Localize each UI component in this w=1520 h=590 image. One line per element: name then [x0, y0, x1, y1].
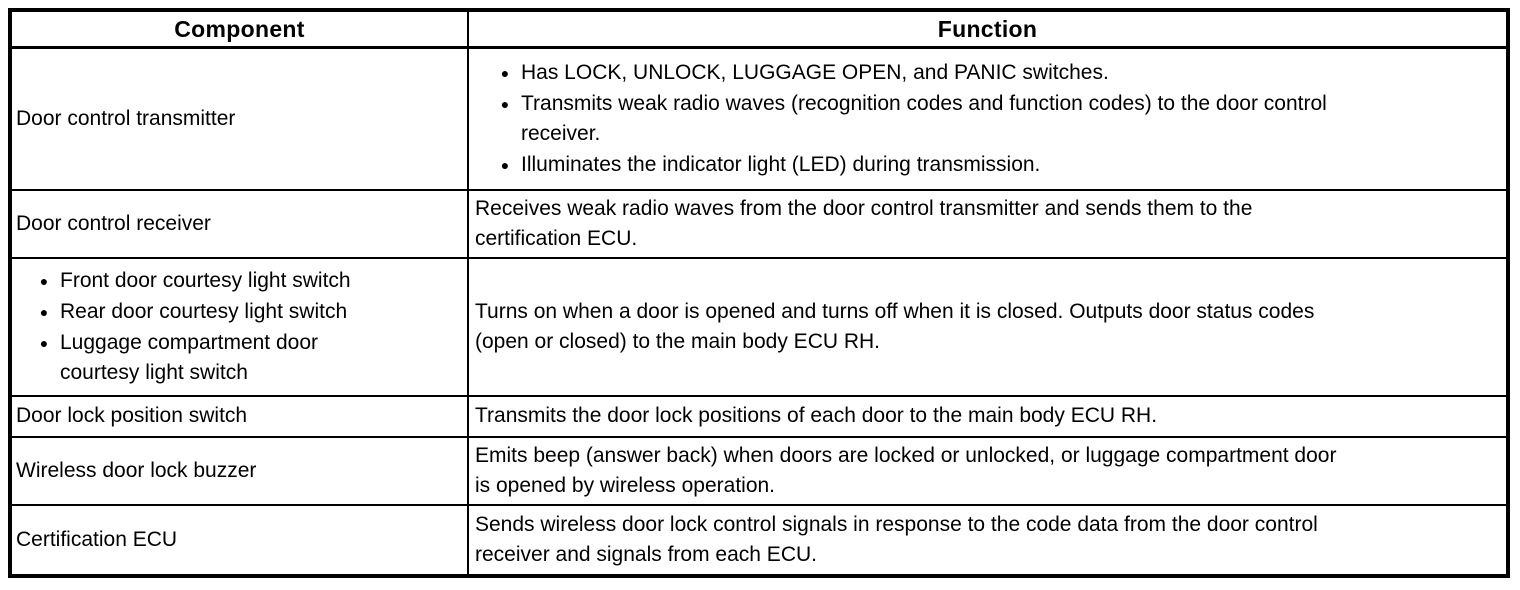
header-row: Component Function: [9, 9, 1509, 49]
bullet-icon: ●: [500, 156, 510, 173]
table-row: Door lock position switch Transmits the …: [9, 394, 1509, 438]
table-row: Certification ECU Sends wireless door lo…: [9, 503, 1509, 577]
bullet-icon: ●: [39, 303, 49, 320]
bullet-icon: ●: [39, 334, 49, 351]
component-cell: Door control receiver: [9, 188, 469, 259]
component-cell: Certification ECU: [9, 503, 469, 577]
function-text: Transmits the door lock positions of eac…: [475, 404, 1158, 427]
function-text: Emits beep (answer back) when doors are …: [475, 443, 1337, 497]
component-text: Door control receiver: [16, 211, 211, 235]
bullet-item: ● Transmits weak radio waves (recognitio…: [489, 89, 1500, 149]
bullet-icon: ●: [500, 95, 510, 112]
component-text: Door control transmitter: [16, 106, 236, 130]
column-header-component: Component: [9, 9, 469, 49]
function-text: Turns on when a door is opened and turns…: [475, 299, 1315, 353]
function-bullet-text: Transmits weak radio waves (recognition …: [521, 91, 1327, 145]
bullet-item: ● Luggage compartment door courtesy ligh…: [28, 328, 463, 388]
component-cell: ● Front door courtesy light switch ● Rea…: [9, 256, 469, 397]
function-bullet-text: Illuminates the indicator light (LED) du…: [521, 152, 1041, 176]
component-text: Wireless door lock buzzer: [16, 458, 257, 482]
bullet-item: ● Illuminates the indicator light (LED) …: [489, 150, 1500, 180]
component-bullet-text: Luggage compartment door courtesy light …: [60, 330, 318, 384]
component-cell: Door lock position switch: [9, 394, 469, 438]
table-row: Wireless door lock buzzer Emits beep (an…: [9, 435, 1509, 506]
function-text: Receives weak radio waves from the door …: [475, 196, 1253, 250]
function-cell: Turns on when a door is opened and turns…: [467, 256, 1509, 397]
component-text: Certification ECU: [16, 527, 178, 551]
component-bullet-text: Rear door courtesy light switch: [60, 299, 348, 323]
component-function-table: Component Function Door control transmit…: [8, 8, 1510, 578]
bullet-icon: ●: [500, 64, 510, 81]
table-row: ● Front door courtesy light switch ● Rea…: [9, 256, 1509, 397]
function-cell: ● Has LOCK, UNLOCK, LUGGAGE OPEN, and PA…: [467, 46, 1509, 191]
column-header-function: Function: [467, 9, 1509, 49]
function-cell: Receives weak radio waves from the door …: [467, 188, 1509, 259]
table-row: Door control receiver Receives weak radi…: [9, 188, 1509, 259]
bullet-icon: ●: [39, 272, 49, 289]
function-cell: Sends wireless door lock control signals…: [467, 503, 1509, 577]
component-cell: Wireless door lock buzzer: [9, 435, 469, 506]
bullet-item: ● Front door courtesy light switch: [28, 266, 463, 296]
table-row: Door control transmitter ● Has LOCK, UNL…: [9, 46, 1509, 191]
function-cell: Emits beep (answer back) when doors are …: [467, 435, 1509, 506]
function-bullet-list: ● Has LOCK, UNLOCK, LUGGAGE OPEN, and PA…: [475, 58, 1500, 180]
component-bullet-text: Front door courtesy light switch: [60, 268, 351, 292]
component-bullet-list: ● Front door courtesy light switch ● Rea…: [16, 266, 463, 388]
bullet-item: ● Rear door courtesy light switch: [28, 297, 463, 327]
document-page: Component Function Door control transmit…: [8, 8, 1510, 578]
component-cell: Door control transmitter: [9, 46, 469, 191]
component-text: Door lock position switch: [16, 404, 248, 427]
bullet-item: ● Has LOCK, UNLOCK, LUGGAGE OPEN, and PA…: [489, 58, 1500, 88]
function-cell: Transmits the door lock positions of eac…: [467, 394, 1509, 438]
function-bullet-text: Has LOCK, UNLOCK, LUGGAGE OPEN, and PANI…: [521, 60, 1109, 84]
function-text: Sends wireless door lock control signals…: [475, 512, 1318, 566]
